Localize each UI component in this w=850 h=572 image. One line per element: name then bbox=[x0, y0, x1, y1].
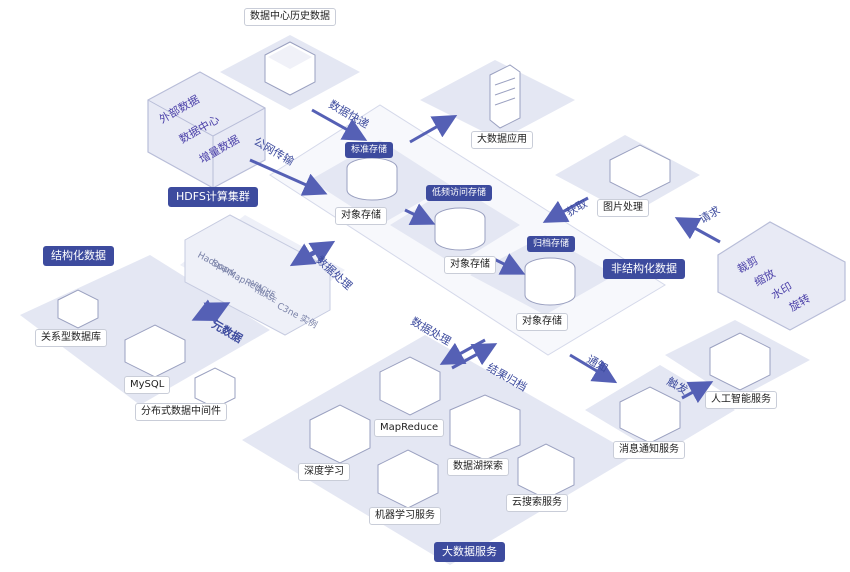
low-freq-storage-tag: 低频访问存储 bbox=[426, 185, 493, 201]
mysql-label: MySQL bbox=[124, 376, 171, 394]
arrow-to-big-data-app bbox=[409, 115, 458, 144]
dist-mw-label: 分布式数据中间件 bbox=[135, 403, 227, 421]
ml-service-label: 机器学习服务 bbox=[369, 507, 441, 525]
big-data-services-tag: 大数据服务 bbox=[434, 542, 505, 562]
big-data-app-cube bbox=[489, 64, 521, 129]
arrow-trigger bbox=[681, 381, 714, 404]
image-ops-box bbox=[717, 221, 846, 331]
data-lake-label: 数据湖探索 bbox=[447, 458, 509, 476]
structured-tag: 结构化数据 bbox=[43, 246, 114, 266]
cloud-search-cube bbox=[517, 443, 575, 500]
arrow-public-net bbox=[249, 158, 328, 196]
arrow-metadata-b bbox=[191, 299, 223, 322]
arrow-to-obj-2 bbox=[404, 203, 436, 226]
deep-learning-label: 深度学习 bbox=[298, 463, 350, 481]
hdfs-panel bbox=[184, 214, 331, 336]
obj-storage-2-label: 对象存储 bbox=[444, 256, 496, 274]
arrow-data-express bbox=[311, 108, 368, 141]
arrow-result-archive bbox=[451, 343, 498, 370]
arrow-request bbox=[674, 217, 721, 244]
mapreduce-label: MapReduce bbox=[374, 419, 445, 437]
obj-storage-3-label: 对象存储 bbox=[516, 313, 568, 331]
rdb-label: 关系型数据库 bbox=[35, 329, 107, 347]
dist-mw-cube bbox=[194, 367, 236, 409]
service-cubes bbox=[57, 41, 771, 509]
big-data-services-platform bbox=[242, 335, 635, 565]
obj-storage-3-cube bbox=[524, 257, 576, 306]
image-proc-cube bbox=[609, 144, 671, 198]
hdfs-tag: HDFS计算集群 bbox=[168, 187, 258, 207]
flow-arrows bbox=[191, 108, 721, 404]
arrow-notify bbox=[569, 353, 618, 384]
archive-storage-tag: 归档存储 bbox=[527, 236, 576, 252]
msg-notify-label: 消息通知服务 bbox=[613, 441, 685, 459]
dc-history-cube bbox=[264, 41, 316, 96]
standard-storage-tag: 标准存储 bbox=[345, 142, 394, 158]
ai-service-cube bbox=[709, 332, 771, 391]
ai-service-label: 人工智能服务 bbox=[705, 391, 777, 409]
mapreduce-cube bbox=[379, 356, 441, 416]
msg-notify-cube bbox=[619, 386, 681, 444]
arrow-data-proc-1b bbox=[289, 243, 326, 267]
obj-storage-1-cube bbox=[346, 157, 398, 201]
arrow-to-obj-3 bbox=[491, 253, 526, 275]
external-data-box bbox=[147, 71, 266, 189]
dc-history-label: 数据中心历史数据 bbox=[244, 8, 336, 26]
obj-storage-1-label: 对象存储 bbox=[335, 207, 387, 225]
data-lake-cube bbox=[449, 394, 521, 461]
arrow-fetch bbox=[542, 196, 589, 223]
image-proc-label: 图片处理 bbox=[597, 199, 649, 217]
rdb-cube bbox=[57, 289, 99, 329]
ml-service-cube bbox=[377, 449, 439, 509]
mysql-cube bbox=[124, 324, 186, 378]
deep-learning-cube bbox=[309, 404, 371, 464]
big-data-app-label: 大数据应用 bbox=[471, 131, 533, 149]
unstructured-tag: 非结构化数据 bbox=[603, 259, 685, 279]
obj-storage-2-cube bbox=[434, 207, 486, 251]
cloud-search-label: 云搜索服务 bbox=[506, 494, 568, 512]
